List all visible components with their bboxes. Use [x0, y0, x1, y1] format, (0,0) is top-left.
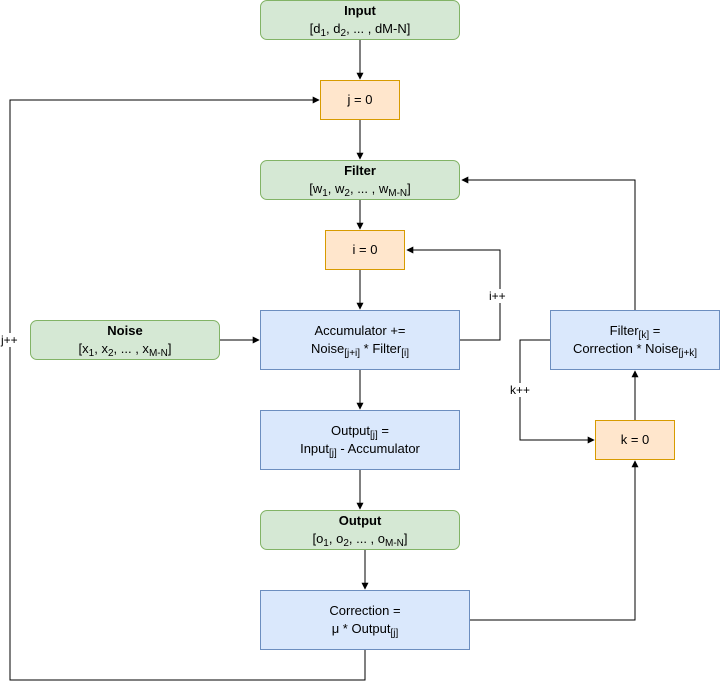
filter-values: [w1, w2, ... , wM-N] [309, 181, 411, 199]
i-init-label: i = 0 [352, 242, 378, 257]
edge-filterupdate-to-filter [461, 176, 636, 310]
correction-line1: Correction = [329, 603, 401, 618]
output-title: Output [338, 513, 382, 528]
j-init-node: j = 0 [320, 80, 400, 120]
k-init-node: k = 0 [595, 420, 675, 460]
filter-update-node: Filter[k] = Correction * Noise[j+k] [550, 310, 720, 370]
accumulator-line1: Accumulator += [314, 323, 406, 338]
output-node: Output [o1, o2, ... , oM-N] [260, 510, 460, 550]
noise-title: Noise [107, 323, 143, 338]
edge-label-i-increment: i++ [488, 289, 507, 303]
i-init-node: i = 0 [325, 230, 405, 270]
accumulator-node: Accumulator += Noise[j+i] * Filter[i] [260, 310, 460, 370]
edge-label-k-increment: k++ [509, 383, 532, 397]
noise-node: Noise [x1, x2, ... , xM-N] [30, 320, 220, 360]
filter-title: Filter [344, 163, 376, 178]
input-node: Input [d1, d2, ... , dM-N] [260, 0, 460, 40]
output-calc-node: Output[j] = Input[j] - Accumulator [260, 410, 460, 470]
noise-values: [x1, x2, ... , xM-N] [78, 341, 172, 359]
filter-update-line2: Correction * Noise[j+k] [572, 341, 698, 359]
output-calc-line2: Input[j] - Accumulator [300, 441, 420, 459]
edge-label-j-increment: j++ [0, 333, 19, 347]
accumulator-line2: Noise[j+i] * Filter[i] [310, 341, 410, 359]
correction-line2: μ * Output[j] [331, 621, 399, 639]
input-title: Input [344, 3, 376, 18]
correction-node: Correction = μ * Output[j] [260, 590, 470, 650]
output-values: [o1, o2, ... , oM-N] [312, 531, 408, 549]
k-init-label: k = 0 [620, 432, 650, 447]
filter-update-line1: Filter[k] = [609, 323, 661, 341]
j-init-label: j = 0 [347, 92, 373, 107]
output-calc-line1: Output[j] = [330, 423, 390, 441]
input-values: [d1, d2, ... , dM-N] [309, 21, 411, 39]
filter-node: Filter [w1, w2, ... , wM-N] [260, 160, 460, 200]
edge-correction-loop-j [9, 96, 366, 681]
edge-correction-to-k [470, 460, 639, 621]
